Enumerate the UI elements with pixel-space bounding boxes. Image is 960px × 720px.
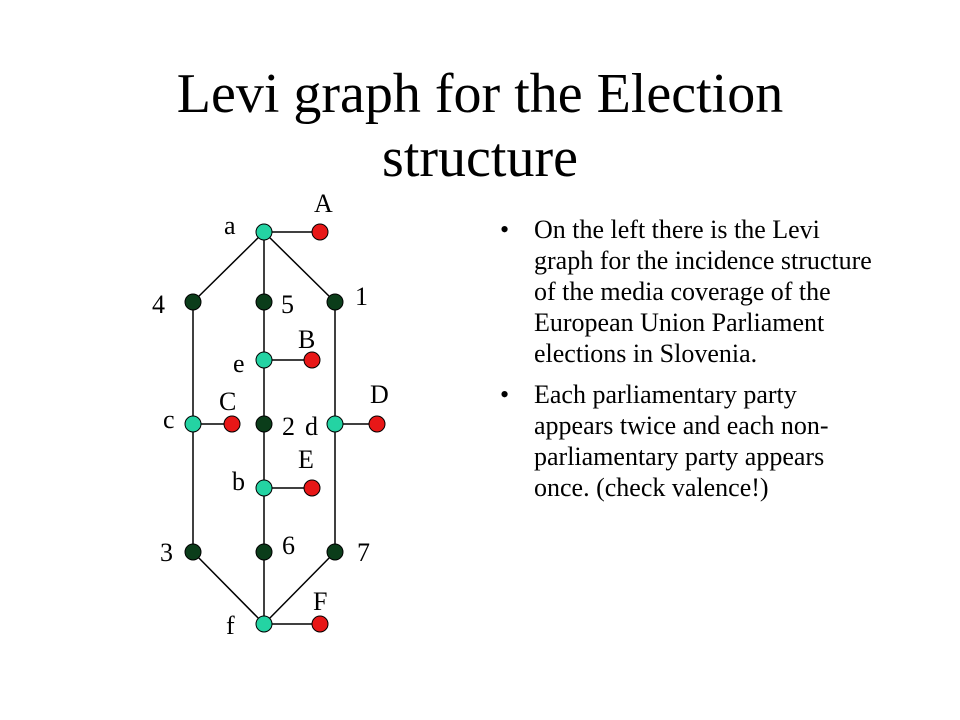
edge-3-f (192, 551, 265, 625)
bullet-dot-icon: • (500, 380, 510, 409)
label-1: 1 (355, 282, 368, 311)
bullet-item: • On the left there is the Levi graph fo… (496, 214, 876, 369)
bullet-text: Each parliamentary party appears twice a… (534, 380, 829, 502)
slide-title: Levi graph for the Election structure (0, 62, 960, 190)
title-line-1: Levi graph for the Election (176, 63, 784, 125)
edge-7-f (263, 551, 336, 625)
node-E (303, 479, 321, 497)
node-2 (255, 415, 273, 433)
node-3 (184, 543, 202, 561)
bullet-list: • On the left there is the Levi graph fo… (496, 214, 876, 513)
node-C (223, 415, 241, 433)
label-b: b (232, 467, 245, 496)
node-c (184, 415, 202, 433)
label-4: 4 (152, 290, 165, 319)
label-d: d (305, 412, 318, 441)
label-5: 5 (281, 290, 294, 319)
node-d (326, 415, 344, 433)
label-c: c (163, 405, 175, 434)
graph-nodes (184, 223, 386, 633)
node-6 (255, 543, 273, 561)
label-B: B (298, 325, 315, 354)
label-D: D (370, 380, 389, 409)
node-D (368, 415, 386, 433)
label-C: C (219, 387, 236, 416)
bullet-item: • Each parliamentary party appears twice… (496, 379, 876, 503)
node-7 (326, 543, 344, 561)
label-e: e (233, 349, 245, 378)
label-a: a (224, 211, 236, 240)
bullet-text: On the left there is the Levi graph for … (534, 215, 872, 368)
bullet-dot-icon: • (500, 215, 510, 244)
label-F: F (313, 587, 327, 616)
node-a (255, 223, 273, 241)
label-E: E (298, 445, 314, 474)
label-2: 2 (282, 412, 295, 441)
node-b (255, 479, 273, 497)
node-B (303, 351, 321, 369)
label-7: 7 (357, 538, 370, 567)
node-e (255, 351, 273, 369)
graph-labels: A a 4 5 1 B e D C c 2 d E b 6 3 7 F f (152, 189, 389, 640)
label-6: 6 (282, 531, 295, 560)
edge-a-4 (192, 231, 265, 303)
label-3: 3 (160, 538, 173, 567)
node-A (311, 223, 329, 241)
edge-a-1 (263, 231, 336, 303)
node-f (255, 615, 273, 633)
title-line-2: structure (382, 127, 578, 189)
label-f: f (226, 611, 235, 640)
label-A: A (314, 189, 333, 218)
node-5 (255, 293, 273, 311)
node-1 (326, 293, 344, 311)
node-F (311, 615, 329, 633)
node-4 (184, 293, 202, 311)
